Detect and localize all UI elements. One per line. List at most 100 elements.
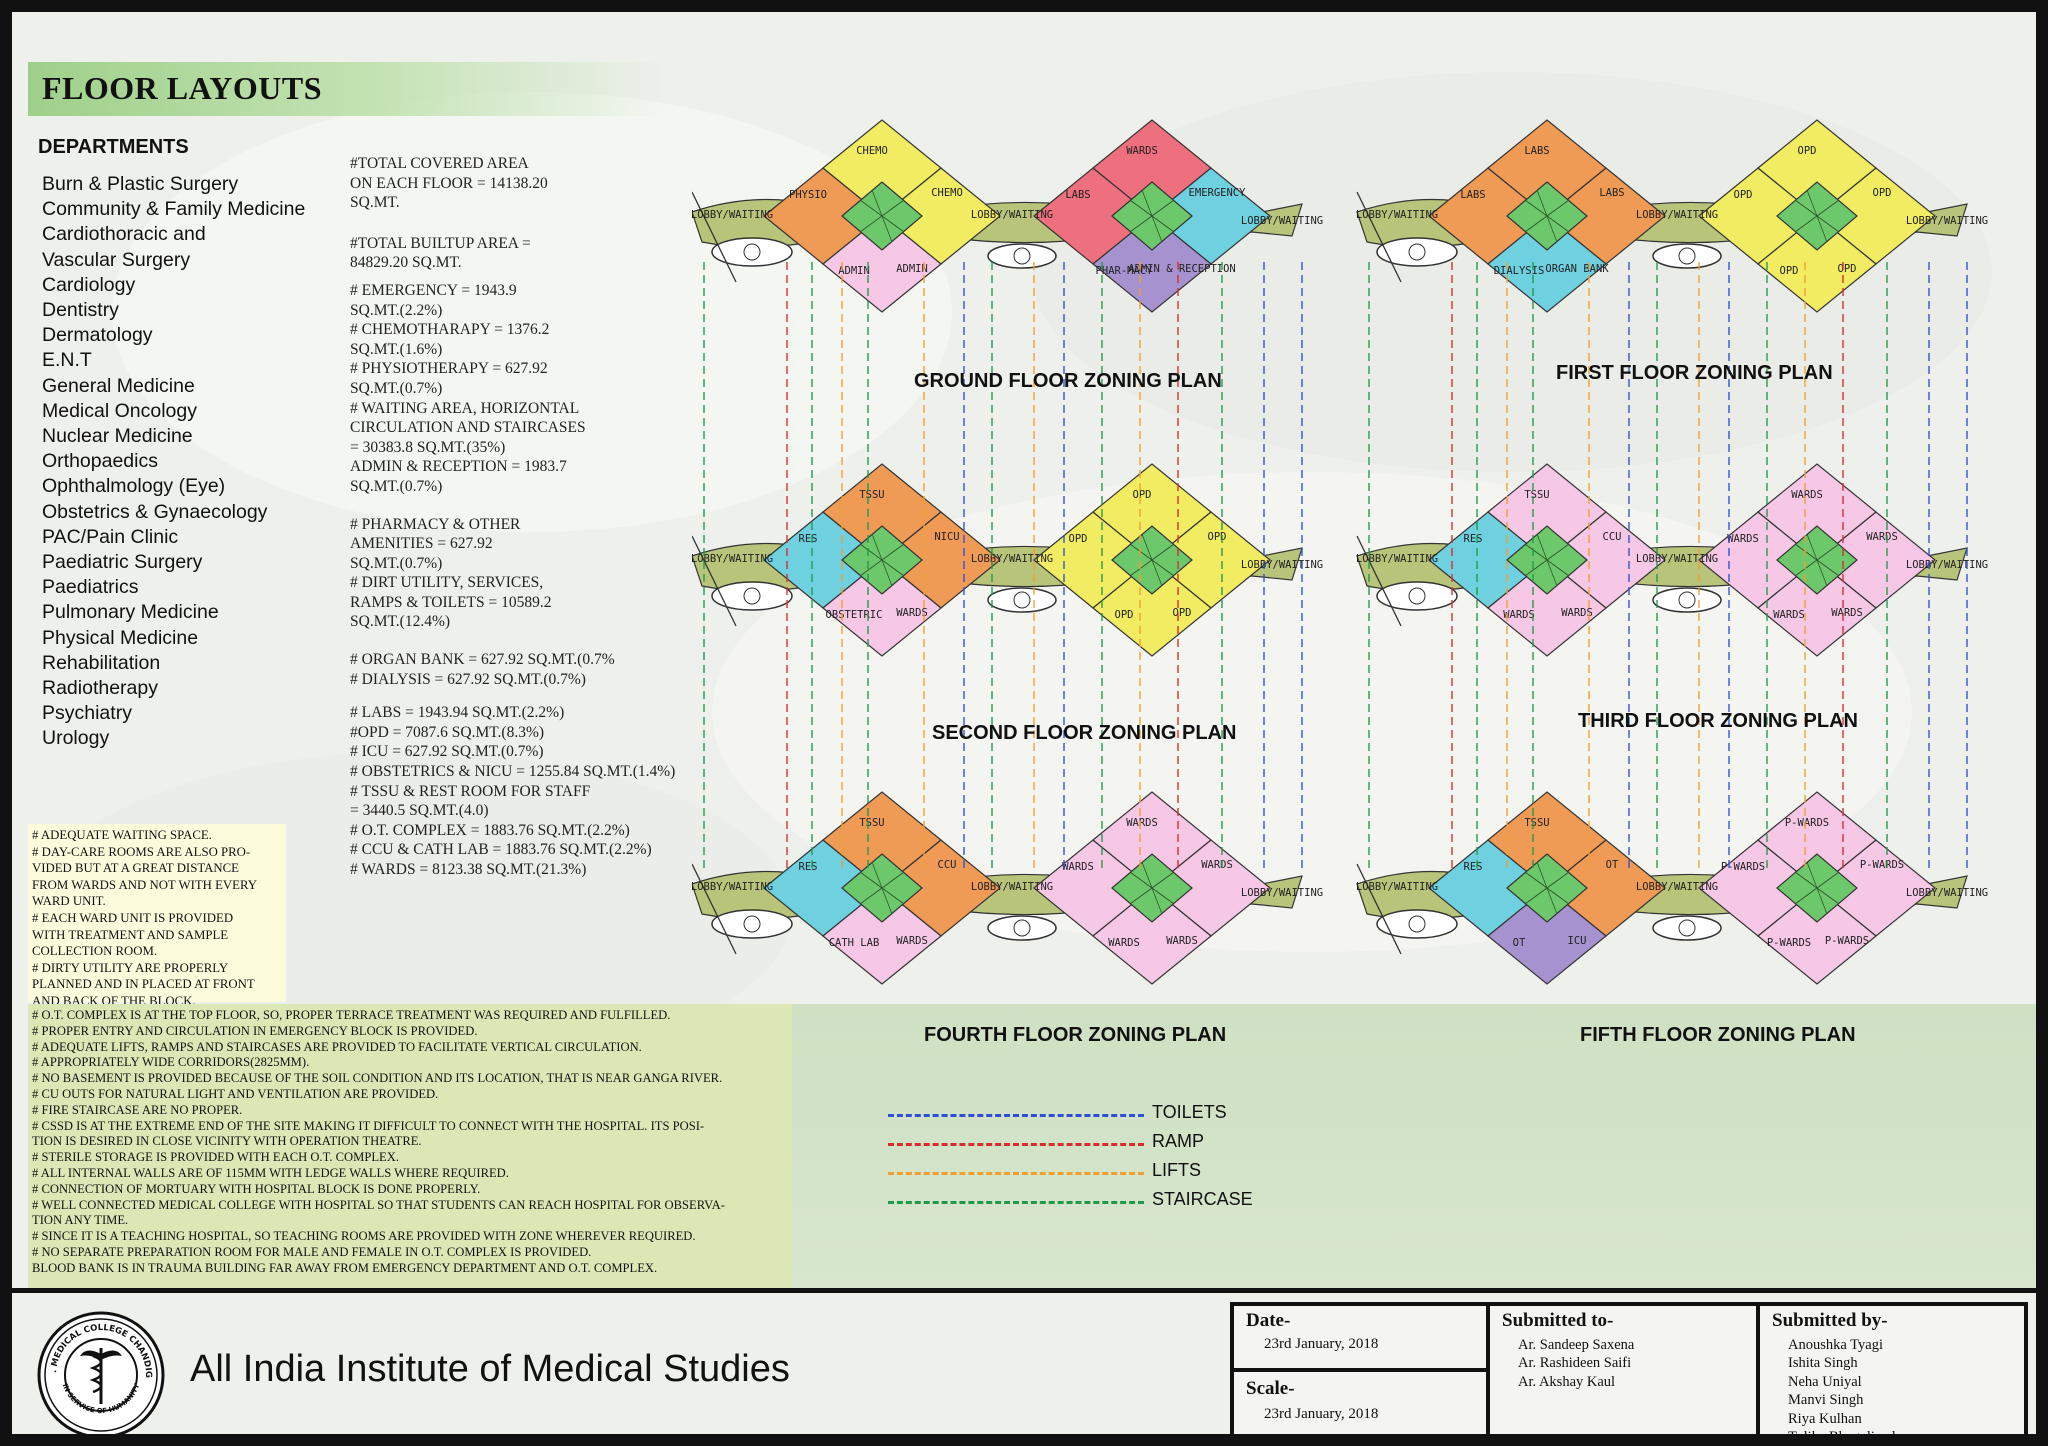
zone-label-ccu: CCU [938, 859, 957, 871]
terrace-core [1013, 247, 1031, 265]
zone-label-res: RES [799, 861, 818, 873]
design-notes-long: # O.T. COMPLEX IS AT THE TOP FLOOR, SO, … [28, 1004, 792, 1288]
area-stat-line: #TOTAL COVERED AREA [350, 155, 529, 172]
note-line: COLLECTION ROOM. [32, 944, 158, 959]
core-grid-line [1536, 533, 1558, 587]
area-stat-line: # DIALYSIS = 627.92 SQ.MT.(0.7%) [350, 670, 586, 688]
zone-label-p-wards: P-WARDS [1785, 817, 1829, 829]
submitted-by-name: Neha Uniyal [1788, 1373, 1862, 1390]
legend-label: TOILETS [1152, 1102, 1227, 1122]
area-stat-line: # DIRT UTILITY, SERVICES, [350, 574, 544, 592]
area-stat-line: SQ.MT.(0.7%) [350, 477, 443, 495]
department-item: Ophthalmology (Eye) [42, 475, 226, 498]
zone-label-p-wards: P-WARDS [1825, 935, 1869, 947]
college-seal-logo: GOVT. MEDICAL COLLEGE CHANDIGARH IN SERV… [36, 1310, 165, 1434]
submitted-by-name: Riya Kulhan [1788, 1410, 1862, 1427]
lobby-label: LOBBY/WAITING [1636, 209, 1718, 221]
zone-label-admin: ADMIN [838, 265, 870, 277]
zone-label-opd: OPD [1780, 265, 1799, 277]
area-stat-block: #TOTAL BUILTUP AREA =84829.20 SQ.MT. [350, 234, 700, 273]
core-grid-line [871, 861, 893, 915]
area-stat-line: SQ.MT.(1.6%) [350, 340, 443, 358]
plan-title-fourth: FOURTH FLOOR ZONING PLAN [924, 1024, 1227, 1046]
area-stat-line: SQ.MT. [350, 194, 400, 212]
zone-label-labs: LABS [1460, 189, 1485, 201]
zone-label-obstetric: OBSTETRIC [826, 609, 883, 621]
submitted-to-name: Ar. Sandeep Saxena [1518, 1337, 1635, 1353]
terrace-core [1678, 247, 1696, 265]
zone-label-cath-lab: CATH LAB [829, 937, 880, 949]
zone-label-opd: OPD [1133, 489, 1152, 501]
lobby-label: LOBBY/WAITING [1241, 215, 1323, 227]
terrace-core [1408, 915, 1426, 933]
terrace-core [1678, 591, 1696, 609]
department-item: Nuclear Medicine [42, 425, 193, 448]
departments-heading: DEPARTMENTS [38, 136, 189, 158]
zone-label-p-wards: P-WARDS [1860, 859, 1904, 871]
department-item: Urology [42, 727, 110, 750]
area-stat-line: # TSSU & REST ROOM FOR STAFF [350, 782, 591, 800]
submitted-by-name: Manvi Singh [1788, 1392, 1864, 1409]
submitted-by-label: Submitted by- [1772, 1310, 1888, 1331]
zone-label-wards: WARDS [1503, 609, 1535, 621]
area-stat-line: SQ.MT.(0.7%) [350, 554, 443, 572]
core-grid-line [1536, 861, 1558, 915]
note-line: # DAY-CARE ROOMS ARE ALSO PRO- [32, 844, 251, 859]
zone-label-wards: WARDS [1201, 859, 1233, 871]
department-item: Physical Medicine [42, 626, 199, 649]
legend-label: RAMP [1152, 1131, 1205, 1151]
note-line: BLOOD BANK IS IN TRAUMA BUILDING FAR AWA… [32, 1260, 658, 1275]
zone-label-wards: WARDS [1727, 533, 1759, 545]
note-line: # ALL INTERNAL WALLS ARE OF 115MM WITH L… [32, 1165, 509, 1180]
zone-label-chemo: CHEMO [856, 145, 888, 157]
area-stat-line: AMENITIES = 627.92 [350, 535, 493, 553]
legend-line-toilets [888, 1114, 1144, 1117]
scale-label: Scale- [1246, 1378, 1295, 1399]
zone-label-admin-reception: ADMIN & RECEPTION [1128, 263, 1235, 275]
core-grid-line [1536, 189, 1558, 243]
terrace-core [1013, 591, 1031, 609]
zone-label-labs: LABS [1524, 145, 1549, 157]
lobby-label: LOBBY/WAITING [1906, 559, 1988, 571]
zone-label-icu: ICU [1568, 935, 1587, 947]
zone-label-chemo: CHEMO [931, 187, 963, 199]
site-edge [1356, 191, 1402, 283]
terrace-core [1408, 587, 1426, 605]
lobby-label: LOBBY/WAITING [1241, 887, 1323, 899]
date-value: 23rd January, 2018 [1264, 1336, 1379, 1352]
area-stat-line: # PHARMACY & OTHER [350, 515, 521, 533]
site-edge [691, 191, 737, 283]
zone-label-tssu: TSSU [1524, 489, 1549, 501]
note-line: WARD UNIT. [32, 894, 106, 909]
department-item: Orthopaedics [42, 450, 158, 473]
zone-label-wards: WARDS [1561, 607, 1593, 619]
zone-label-p-wards: P-WARDS [1721, 861, 1765, 873]
area-stat-block: #TOTAL COVERED AREA ON EACH FLOOR = 14138… [350, 154, 700, 213]
area-stat-line: # OBSTETRICS & NICU = 1255.84 SQ.MT.(1.4… [350, 763, 676, 781]
submitted-by-name: Ishita Singh [1788, 1355, 1858, 1372]
department-item: Vascular Surgery [42, 248, 191, 271]
zone-label-p-wards: P-WARDS [1767, 937, 1811, 949]
area-stat-line: #OPD = 7087.6 SQ.MT.(8.3%) [350, 723, 545, 741]
area-stat-line: = 30383.8 SQ.MT.(35%) [350, 438, 506, 456]
lobby-label: LOBBY/WAITING [1636, 553, 1718, 565]
zone-label-wards: WARDS [1773, 609, 1805, 621]
lobby-label: LOBBY/WAITING [1356, 209, 1438, 221]
area-stat-line: # WAITING AREA, HORIZONTAL [350, 399, 580, 417]
lobby-label: LOBBY/WAITING [1906, 215, 1988, 227]
area-stat-line: # CCU & CATH LAB = 1883.76 SQ.MT.(2.2%) [350, 841, 652, 859]
note-line: # NO BASEMENT IS PROVIDED BECAUSE OF THE… [32, 1071, 723, 1086]
legend-label: STAIRCASE [1152, 1189, 1253, 1209]
area-stat-line: SQ.MT.(2.2%) [350, 301, 443, 319]
area-stat-line: ON EACH FLOOR = 14138.20 [350, 174, 548, 192]
note-line: # CU OUTS FOR NATURAL LIGHT AND VENTILAT… [32, 1086, 439, 1101]
terrace-core [743, 243, 761, 261]
zone-label-wards: WARDS [1831, 607, 1863, 619]
